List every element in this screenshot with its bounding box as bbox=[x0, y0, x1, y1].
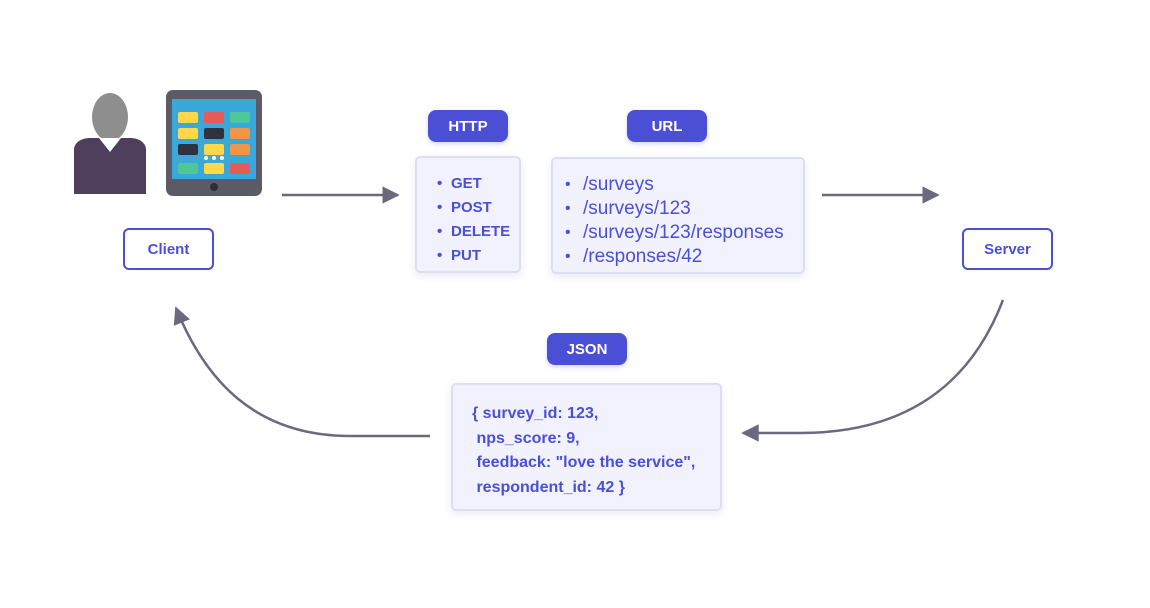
method-item: GET bbox=[437, 172, 519, 196]
url-item: /responses/42 bbox=[565, 245, 803, 269]
json-line: feedback: "love the service", bbox=[472, 454, 696, 471]
json-line: nps_score: 9, bbox=[472, 429, 580, 447]
json-line: { survey_id: 123, bbox=[472, 405, 599, 422]
http-tag: HTTP bbox=[428, 110, 508, 142]
curved-arrow-json-to-client-icon bbox=[173, 306, 430, 438]
method-item: DELETE bbox=[437, 220, 519, 244]
person-icon bbox=[74, 93, 146, 194]
url-paths-list: /surveys /surveys/123 /surveys/123/respo… bbox=[565, 173, 803, 269]
url-item: /surveys/123 bbox=[565, 197, 803, 221]
url-paths-box: /surveys /surveys/123 /surveys/123/respo… bbox=[551, 157, 805, 274]
json-line: respondent_id: 42 } bbox=[472, 478, 625, 496]
url-item: /surveys bbox=[565, 173, 803, 197]
method-item: PUT bbox=[437, 244, 519, 268]
method-item: POST bbox=[437, 196, 519, 220]
tablet-icon bbox=[166, 90, 262, 196]
server-label: Server bbox=[962, 228, 1053, 270]
curved-arrow-server-to-json-icon bbox=[741, 299, 1005, 442]
url-item: /surveys/123/responses bbox=[565, 221, 803, 245]
http-methods-list: GET POST DELETE PUT bbox=[437, 172, 519, 268]
json-payload-box: { survey_id: 123, nps_score: 9, feedback… bbox=[451, 383, 722, 511]
json-tag: JSON bbox=[547, 333, 627, 365]
client-label: Client bbox=[123, 228, 214, 270]
http-methods-box: GET POST DELETE PUT bbox=[415, 156, 521, 273]
url-tag: URL bbox=[627, 110, 707, 142]
